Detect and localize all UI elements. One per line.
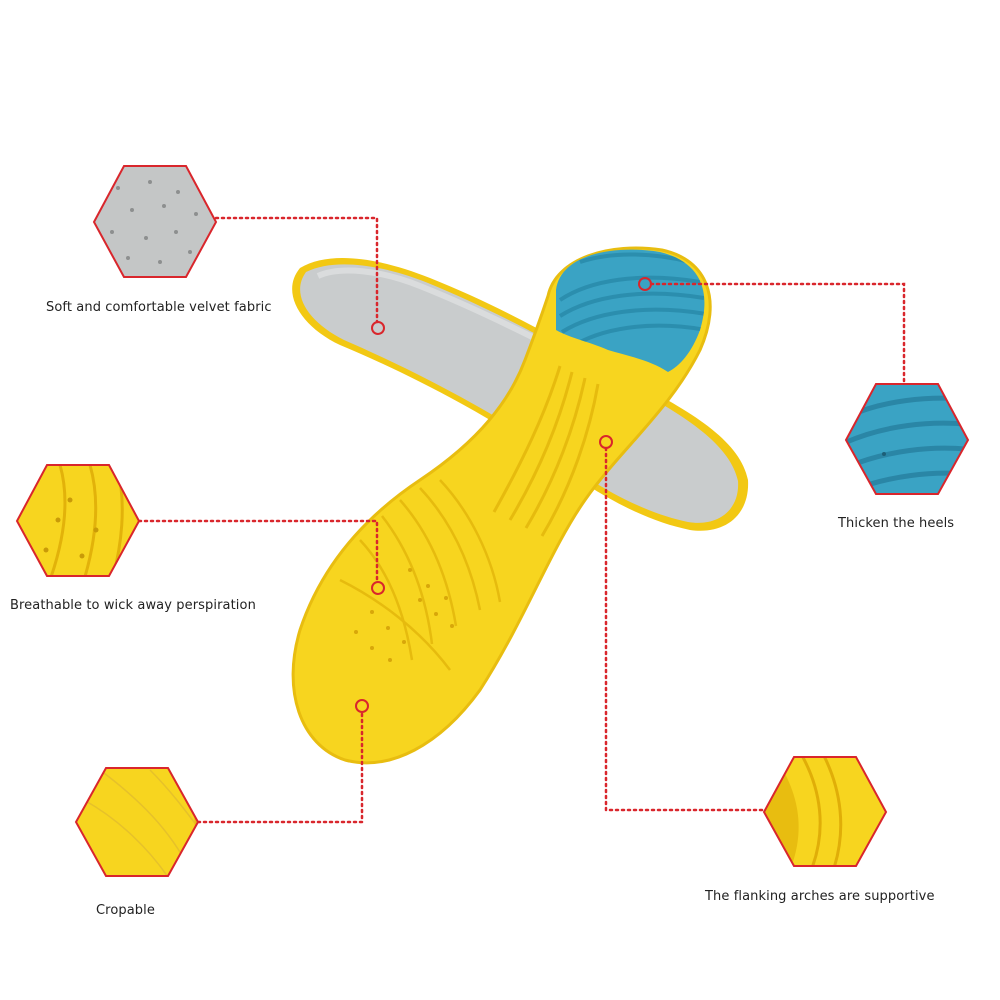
target-velvet [371, 321, 385, 335]
front-insole [291, 246, 712, 765]
callout-lines [137, 216, 906, 824]
hex-detail-arches [762, 756, 888, 867]
perforations [354, 568, 454, 662]
callout-line-arches [604, 446, 766, 812]
target-crop [355, 699, 369, 713]
hex-detail-cropable [74, 767, 200, 877]
target-breath [371, 581, 385, 595]
callout-line-breath [137, 519, 379, 584]
hex-detail-heel [844, 383, 970, 495]
forefoot-grooves [339, 479, 502, 671]
target-arches [599, 435, 613, 449]
callout-targets [355, 277, 652, 713]
callout-line-velvet [214, 216, 379, 324]
callout-label-flanking-arches: The flanking arches are supportive [705, 889, 935, 904]
callout-label-velvet-fabric: Soft and comfortable velvet fabric [46, 300, 272, 315]
target-heels [638, 277, 652, 291]
hex-detail-breathable [15, 464, 141, 577]
arch-ridges [492, 365, 600, 537]
callout-label-cropable: Cropable [96, 903, 155, 918]
callout-line-crop [196, 710, 364, 824]
callout-label-breathable: Breathable to wick away perspiration [10, 598, 256, 613]
hex-detail-velvet [92, 165, 218, 278]
callout-line-heels [649, 282, 906, 386]
callout-label-thicken-heels: Thicken the heels [838, 516, 955, 531]
